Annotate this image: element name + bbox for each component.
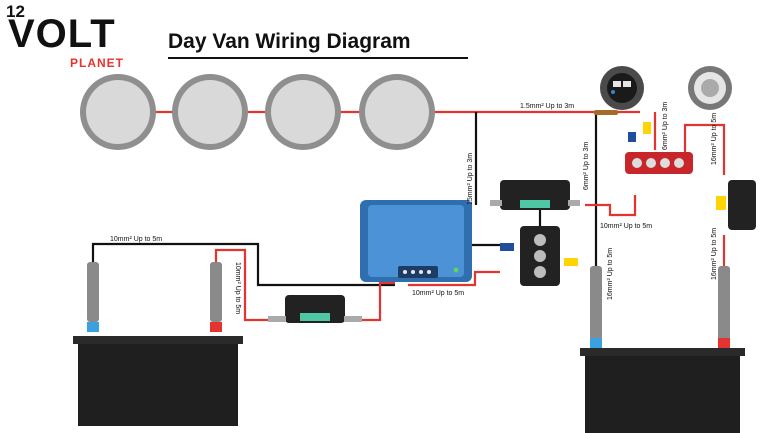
label-start-battery-negative: 10mm² Up to 5m xyxy=(110,236,162,243)
battery-terminals xyxy=(87,262,730,348)
start-battery-positive-wire xyxy=(214,248,268,322)
negative-distribution-block xyxy=(500,226,578,286)
dc-dc-charger xyxy=(360,200,472,282)
leisure-battery xyxy=(580,348,745,433)
midi-fuse-holder xyxy=(490,180,580,210)
start-battery xyxy=(73,336,243,426)
led-lights xyxy=(80,74,435,150)
label-busbar-to-distribution: 10mm² Up to 5m xyxy=(600,223,652,230)
usb-socket xyxy=(600,66,644,110)
positive-fuse-busbar xyxy=(625,122,693,174)
led-light-3 xyxy=(265,74,341,150)
led-light-4 xyxy=(359,74,435,150)
wire-labels: 10mm² Up to 5m 10mm² Up to 5m 10mm² Up t… xyxy=(110,102,718,315)
start-battery-negative-terminal xyxy=(87,262,99,332)
label-start-battery-positive: 10mm² Up to 5m xyxy=(234,262,241,314)
leisure-battery-positive-terminal xyxy=(718,266,730,348)
busbar-to-leisure-wire xyxy=(683,123,726,175)
label-usb-feed: 6mm² Up to 3m xyxy=(662,102,669,150)
title-underline xyxy=(168,57,468,59)
start-battery-positive-terminal xyxy=(210,262,222,332)
round-switch xyxy=(688,66,732,110)
start-battery-negative-wire xyxy=(91,242,395,287)
start-battery-inline-fuse xyxy=(268,295,362,323)
label-leisure-negative: 16mm² Up to 5m xyxy=(607,248,614,300)
logo-word: VOLT xyxy=(8,12,116,56)
label-charger-output: 10mm² Up to 5m xyxy=(412,290,464,297)
led-light-2 xyxy=(172,74,248,150)
label-leisure-positive-lower: 16mm² Up to 5m xyxy=(711,228,718,280)
label-leisure-positive-upper: 16mm² Up to 5m xyxy=(711,113,718,165)
label-charger-input: 15mm² Up to 3m xyxy=(467,153,474,205)
label-busbar-feed: 6mm² Up to 3m xyxy=(583,142,590,190)
charger-output-wire xyxy=(408,270,500,287)
inline-fuse-to-charger-wire xyxy=(352,281,395,322)
lights-inline-fuse xyxy=(594,110,618,115)
led-light-1 xyxy=(80,74,156,150)
fuse-to-distribution-wire xyxy=(585,195,637,217)
label-lights-run: 1.5mm² Up to 3m xyxy=(520,103,574,110)
logo-subword: PLANET xyxy=(70,56,124,70)
leisure-battery-fuse xyxy=(716,180,756,230)
diagram-title: Day Van Wiring Diagram xyxy=(168,30,411,53)
leisure-battery-negative-terminal xyxy=(590,266,602,348)
logo-number: 12 xyxy=(6,2,25,21)
